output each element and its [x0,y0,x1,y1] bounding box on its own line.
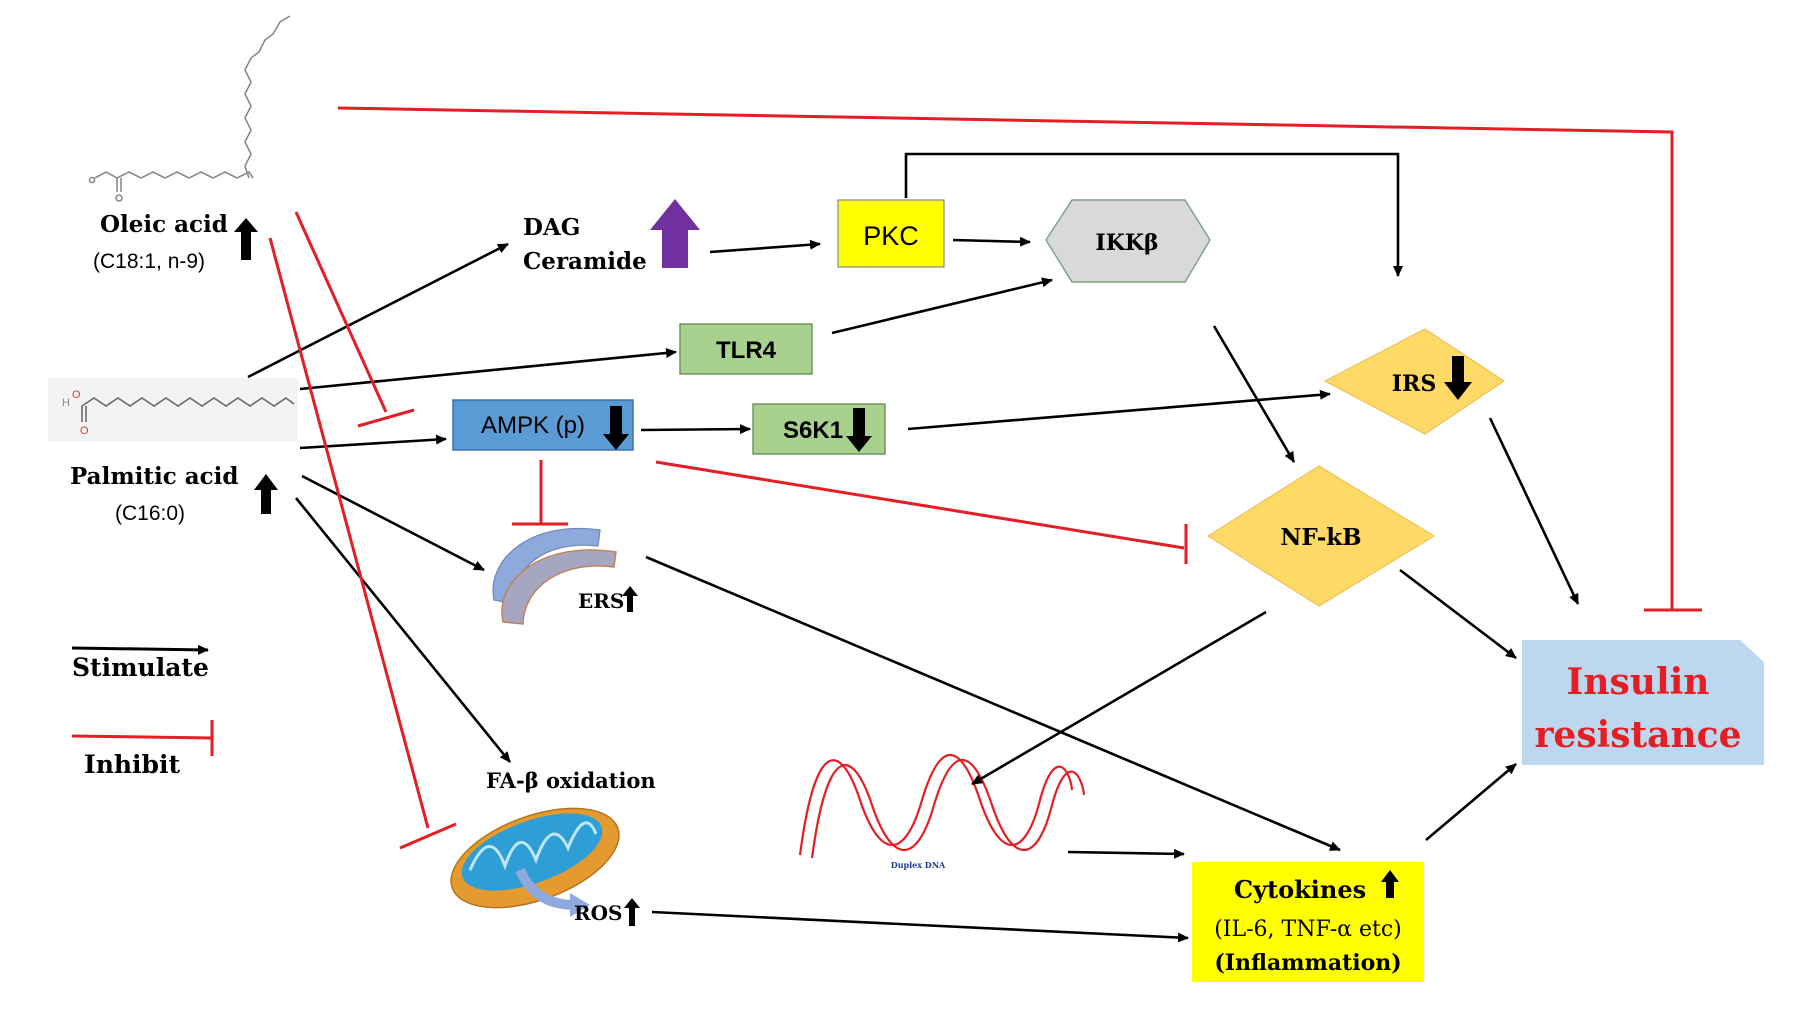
ampk-label: AMPK (p) [481,412,585,439]
arrow-palmitic-ers [301,474,485,572]
inhibit-oleic-fa-oxidation [268,237,430,829]
tlr4-label: TLR4 [716,337,777,364]
arrow-ampk-s6k1 [640,424,751,435]
stimulate-arrows [247,152,1580,943]
s6k1-label: S6K1 [783,417,843,444]
ers-label: ERS [578,589,624,613]
svg-text:H: H [62,397,70,409]
fa-oxidation-label: FA-β oxidation [486,768,656,793]
ampk-decrease-icon [603,406,629,450]
arrow-palmitic-ampk [299,434,447,450]
inhibit-ampk-nfkb [655,460,1185,550]
palmitic-acid-label: Palmitic acid [70,463,239,490]
duplex-dna-label: Duplex DNA [891,860,946,870]
cytokines-increase-icon [1381,870,1399,898]
nfkb-label: NF-kB [1280,524,1361,551]
arrow-pkc-ikkb [952,236,1031,247]
arrow-nfkb-insulin [1399,568,1517,660]
resistance-label: resistance [1534,714,1741,756]
palmitic-acid-formula: (C16:0) [115,502,185,525]
arrow-palmitic-tlr4 [299,348,677,391]
cytokines-inflammation: (Inflammation) [1214,950,1401,976]
nfkb-node: NF-kB [1206,465,1436,607]
s6k1-decrease-icon [846,408,872,452]
inhibit-lines [268,106,1702,850]
duplex-dna-icon [798,754,1086,859]
pkc-node: PKC [837,199,945,268]
oleic-increase-icon [234,218,258,260]
ros-label: ROS [574,901,623,925]
legend-inhibit-line [71,734,213,740]
insulin-resistance-node: Insulin resistance [1522,640,1764,765]
ampk-node: AMPK (p) [452,399,634,451]
inhibit-oleic-insulin [337,106,1674,610]
arrow-cytokines-insulin [1425,763,1517,841]
ers-increase-icon [622,586,638,612]
oleic-acid-structure-icon [88,15,291,202]
dag-label: DAG [523,214,580,241]
irs-node: IRS [1323,328,1506,435]
inhibit-oleic-ampk [294,211,388,413]
arrow-s6k1-irs [907,389,1331,431]
ikkb-node: IKKβ [1045,199,1211,283]
arrow-nfkb-dna [971,610,1267,786]
s6k1-node: S6K1 [752,403,886,455]
arrow-dag-pkc [709,239,821,254]
oleic-acid-formula: (C18:1, n-9) [93,250,205,273]
oleic-acid-label: Oleic acid [100,211,228,238]
palmitic-increase-icon [254,474,278,514]
mitochondrion-icon [450,807,620,917]
arrow-ros-cytokines [651,910,1189,943]
legend-inhibit-label: Inhibit [84,750,181,779]
legend-stimulate-label: Stimulate [72,653,209,682]
legend: Stimulate Inhibit [71,644,214,779]
cytokines-label: Cytokines [1234,875,1366,904]
dag-increase-icon [650,199,700,268]
ros-increase-icon [624,898,640,926]
svg-text:O: O [80,425,89,437]
insulin-label: Insulin [1567,661,1710,703]
tlr4-node: TLR4 [679,323,813,375]
ikkb-label: IKKβ [1095,230,1158,256]
cytokines-node: Cytokines (IL-6, TNF-α etc) (Inflammatio… [1192,862,1424,982]
arrow-dna-cytokines [1067,848,1185,859]
arrow-pkc-irs [904,152,1403,277]
cytokines-examples: (IL-6, TNF-α etc) [1214,917,1402,942]
arrow-ers-cytokines [645,555,1341,852]
irs-label: IRS [1392,371,1436,397]
er-stress-icon [492,528,617,625]
legend-stimulate-arrow [71,644,209,655]
arrow-tlr4-ikkb [831,277,1053,335]
pkc-label: PKC [863,221,919,251]
arrow-irs-insulin [1488,417,1580,605]
ceramide-label: Ceramide [523,248,647,275]
arrow-ikkb-nfkb [1212,325,1296,463]
svg-text:O: O [72,389,81,401]
arrow-palmitic-fa-oxidation [294,497,512,763]
arrow-palmitic-dag [247,242,509,379]
irs-decrease-icon [1444,356,1472,400]
palmitic-acid-structure-icon: H O O [48,378,298,442]
